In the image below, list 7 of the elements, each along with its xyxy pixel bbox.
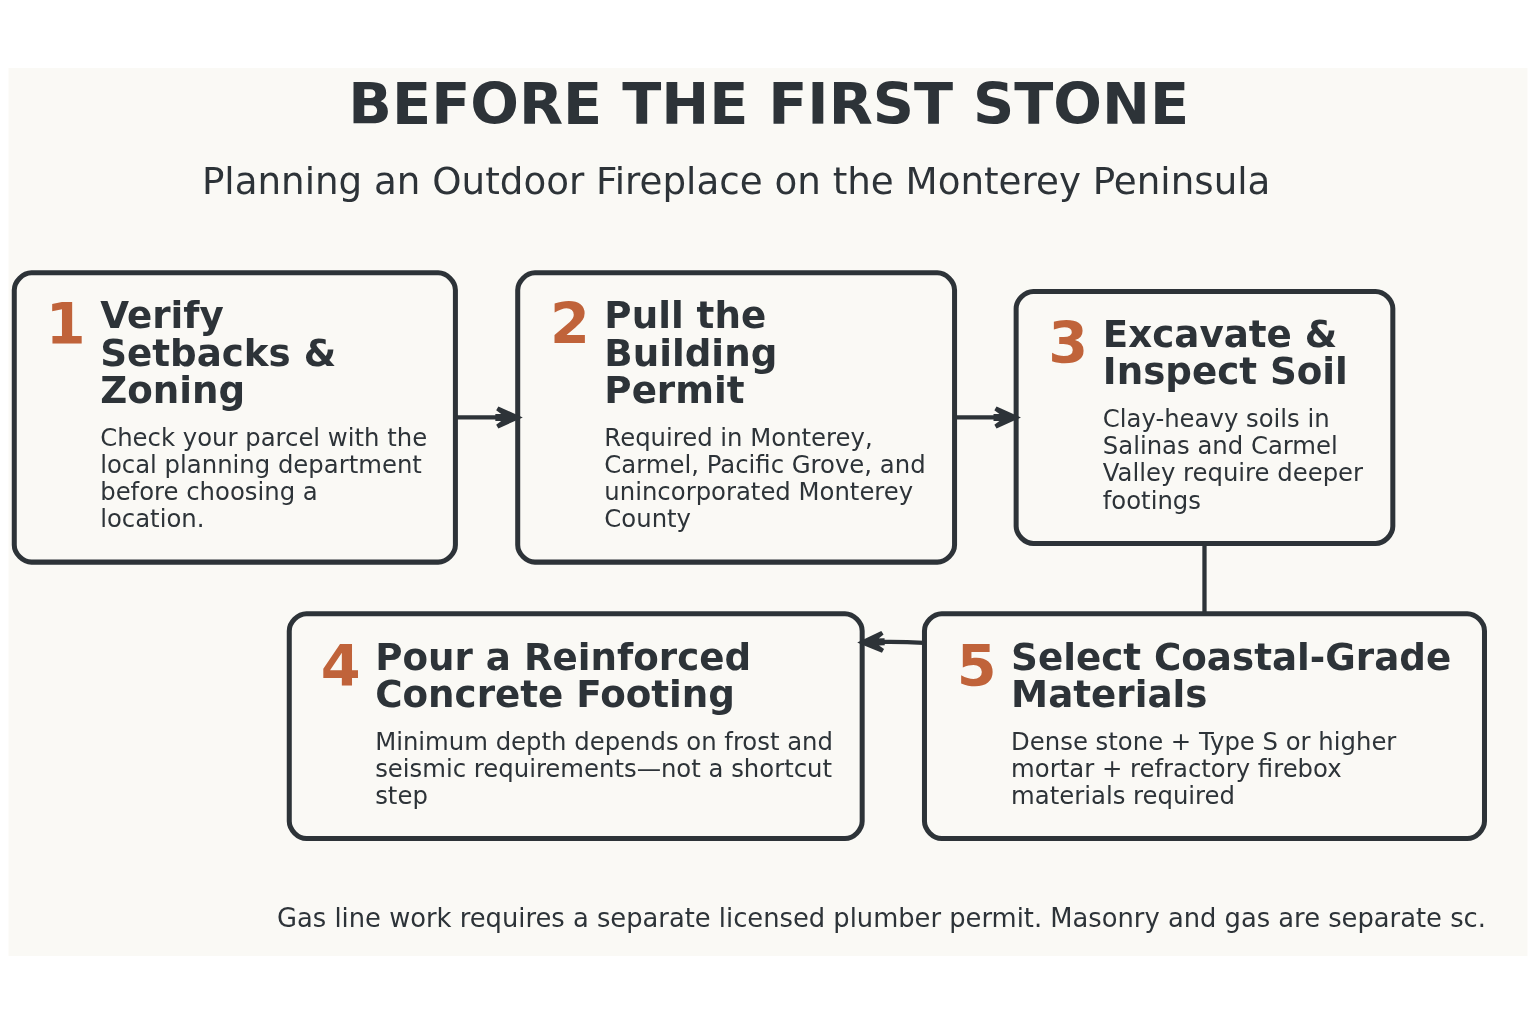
label: Gas line work requires a separate licensed plumber permit. Masonry and gas are separate sc. bbox=[277, 902, 1486, 933]
connector bbox=[1202, 543, 1207, 614]
arrow bbox=[860, 630, 925, 653]
arrow bbox=[954, 406, 1018, 429]
diagram-title: BEFORE THE FIRST STONE bbox=[348, 70, 1190, 138]
arrow bbox=[455, 406, 520, 429]
label: Planning an Outdoor Fireplace on the Monterey Peninsula bbox=[201, 158, 1271, 203]
